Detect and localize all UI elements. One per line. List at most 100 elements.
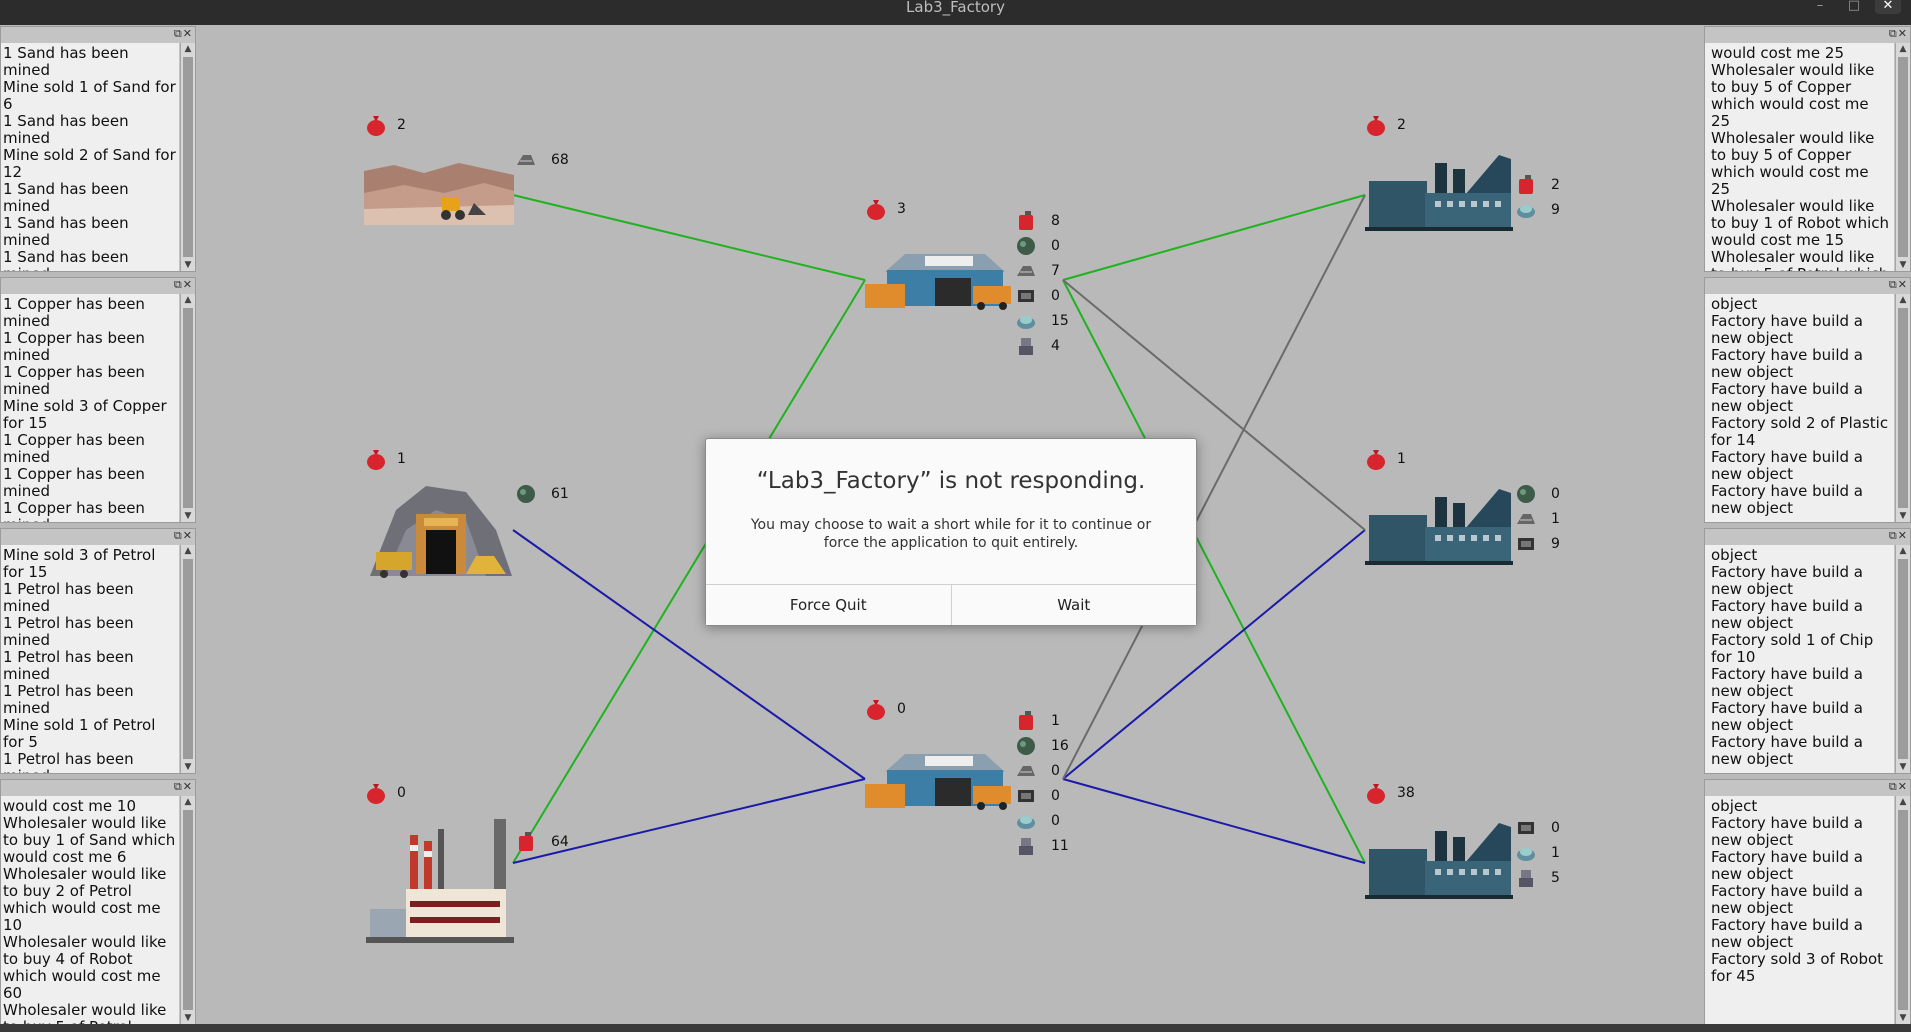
log-line: 1 Petrol has been mined <box>3 750 134 774</box>
scrollbar[interactable]: ▲▼ <box>1895 796 1910 1024</box>
log-line: 1 Petrol has been mined <box>3 614 139 649</box>
petrol-refinery-stock: 64 <box>515 829 569 854</box>
scrollbar[interactable]: ▲▼ <box>180 545 195 773</box>
maximize-button[interactable]: □ <box>1847 0 1861 13</box>
factory-top-image[interactable] <box>1365 155 1513 231</box>
window-title: Lab3_Factory <box>906 0 1005 16</box>
log-panel-sand: ⧉✕ 1 Sand has been mined Mine sold 1 of S… <box>0 26 196 272</box>
money-bag-icon <box>367 784 385 804</box>
robot-icon <box>1019 337 1033 355</box>
panel-float-close-icons[interactable]: ⧉✕ <box>1888 529 1908 542</box>
copper-mine-money: 1 <box>365 448 406 470</box>
panel-float-close-icons[interactable]: ⧉✕ <box>173 27 193 40</box>
log-line: Wholesaler would like to buy 1 of Sand w… <box>3 814 176 866</box>
sand-icon <box>517 154 535 165</box>
log-line: Factory have build a new object <box>1711 916 1868 951</box>
stock-value: 2 <box>1551 176 1560 193</box>
petrol-refinery-money: 0 <box>365 782 406 804</box>
petrol-icon <box>519 831 533 851</box>
sand-mine-image[interactable] <box>364 163 514 225</box>
log-line: Mine sold 1 of Petrol for 5 <box>3 716 161 751</box>
money-bag-icon <box>367 450 385 470</box>
log-line: 1 Petrol has been mined <box>3 580 139 615</box>
scrollbar[interactable]: ▲▼ <box>180 796 195 1024</box>
warehouse-top-image[interactable] <box>865 250 1013 310</box>
factory-top-money: 2 <box>1365 114 1406 136</box>
close-button[interactable]: ✕ <box>1875 0 1901 14</box>
stock-value: 61 <box>551 485 569 502</box>
stock-value: 5 <box>1551 869 1560 886</box>
stock-value: 0 <box>1051 237 1060 254</box>
copper-mine-stock: 61 <box>515 481 569 506</box>
robot-icon <box>1019 837 1033 855</box>
dialog-message: You may choose to wait a short while for… <box>750 517 1152 551</box>
bottom-strip <box>0 1024 1911 1032</box>
log-line: Factory have build a new object <box>1711 312 1868 347</box>
log-line: Factory have build a new object <box>1711 814 1868 849</box>
petrol-refinery-image[interactable] <box>366 805 514 945</box>
stock-value: 0 <box>1051 287 1060 304</box>
factory-bottom-image[interactable] <box>1365 823 1513 899</box>
log-line: Factory have build a new object <box>1711 665 1868 700</box>
link-line <box>1062 778 1366 864</box>
scrollbar[interactable]: ▲▼ <box>180 43 195 271</box>
log-line: Wholesaler would like to buy 5 of Copper… <box>1711 129 1880 198</box>
log-line: 1 Sand has been mined <box>3 248 129 272</box>
log-line: 1 Copper has been mined <box>3 431 150 466</box>
warehouse-top-money: 3 <box>865 198 906 220</box>
scrollbar[interactable]: ▲▼ <box>1895 545 1910 773</box>
log-line: Factory sold 3 of Robot for 45 <box>1711 950 1888 985</box>
factory-middle-image[interactable] <box>1365 489 1513 565</box>
log-line: 1 Copper has been mined <box>3 363 150 398</box>
stock-value: 9 <box>1551 535 1560 552</box>
scrollbar[interactable]: ▲▼ <box>180 294 195 522</box>
copper-mine-image[interactable] <box>366 480 514 580</box>
factory-bottom-money: 38 <box>1365 782 1415 804</box>
log-line: Factory have build a new object <box>1711 563 1868 598</box>
petrol-icon <box>1519 174 1533 194</box>
scrollbar[interactable]: ▲▼ <box>1895 294 1910 522</box>
wait-button[interactable]: Wait <box>950 585 1196 625</box>
panel-float-close-icons[interactable]: ⧉✕ <box>1888 278 1908 291</box>
log-line: Mine sold 2 of Sand for 12 <box>3 146 176 181</box>
scrollbar[interactable]: ▲▼ <box>1895 43 1910 271</box>
log-line: Factory sold 2 of Plastic for 14 <box>1711 414 1893 449</box>
log-line: Wholesaler would like to buy 5 of Petrol… <box>1711 248 1888 272</box>
force-quit-button[interactable]: Force Quit <box>706 585 951 625</box>
factory-top-stock: 2 9 <box>1515 172 1560 222</box>
robot-icon <box>1519 869 1533 887</box>
log-line: object <box>1711 797 1758 815</box>
link-line <box>1062 529 1366 780</box>
stock-value: 16 <box>1051 737 1069 754</box>
sand-mine-stock: 68 <box>515 147 569 172</box>
factory-middle-money: 1 <box>1365 448 1406 470</box>
panel-float-close-icons[interactable]: ⧉✕ <box>173 278 193 291</box>
warehouse-bottom-image[interactable] <box>865 750 1013 810</box>
link-line <box>1062 279 1366 864</box>
log-line: Factory have build a new object <box>1711 699 1868 734</box>
stock-value: 1 <box>1551 510 1560 527</box>
panel-float-close-icons[interactable]: ⧉✕ <box>173 529 193 542</box>
money-bag-icon <box>1367 450 1385 470</box>
stock-value: 0 <box>1051 787 1060 804</box>
log-line: 1 Copper has been mined <box>3 465 150 500</box>
log-line: Mine sold 1 of Sand for 6 <box>3 78 176 113</box>
panel-float-close-icons[interactable]: ⧉✕ <box>1888 27 1908 40</box>
log-line: Wholesaler would like to buy 5 of Petrol… <box>3 1001 167 1025</box>
minimize-button[interactable]: – <box>1816 0 1824 13</box>
log-line: Wholesaler would like to buy 1 of Robot … <box>1711 197 1894 249</box>
panel-float-close-icons[interactable]: ⧉✕ <box>1888 780 1908 793</box>
panel-float-close-icons[interactable]: ⧉✕ <box>173 780 193 793</box>
not-responding-dialog: “Lab3_Factory” is not responding. You ma… <box>705 438 1197 626</box>
copper-icon <box>1017 236 1035 255</box>
log-line: Factory have build a new object <box>1711 346 1868 381</box>
